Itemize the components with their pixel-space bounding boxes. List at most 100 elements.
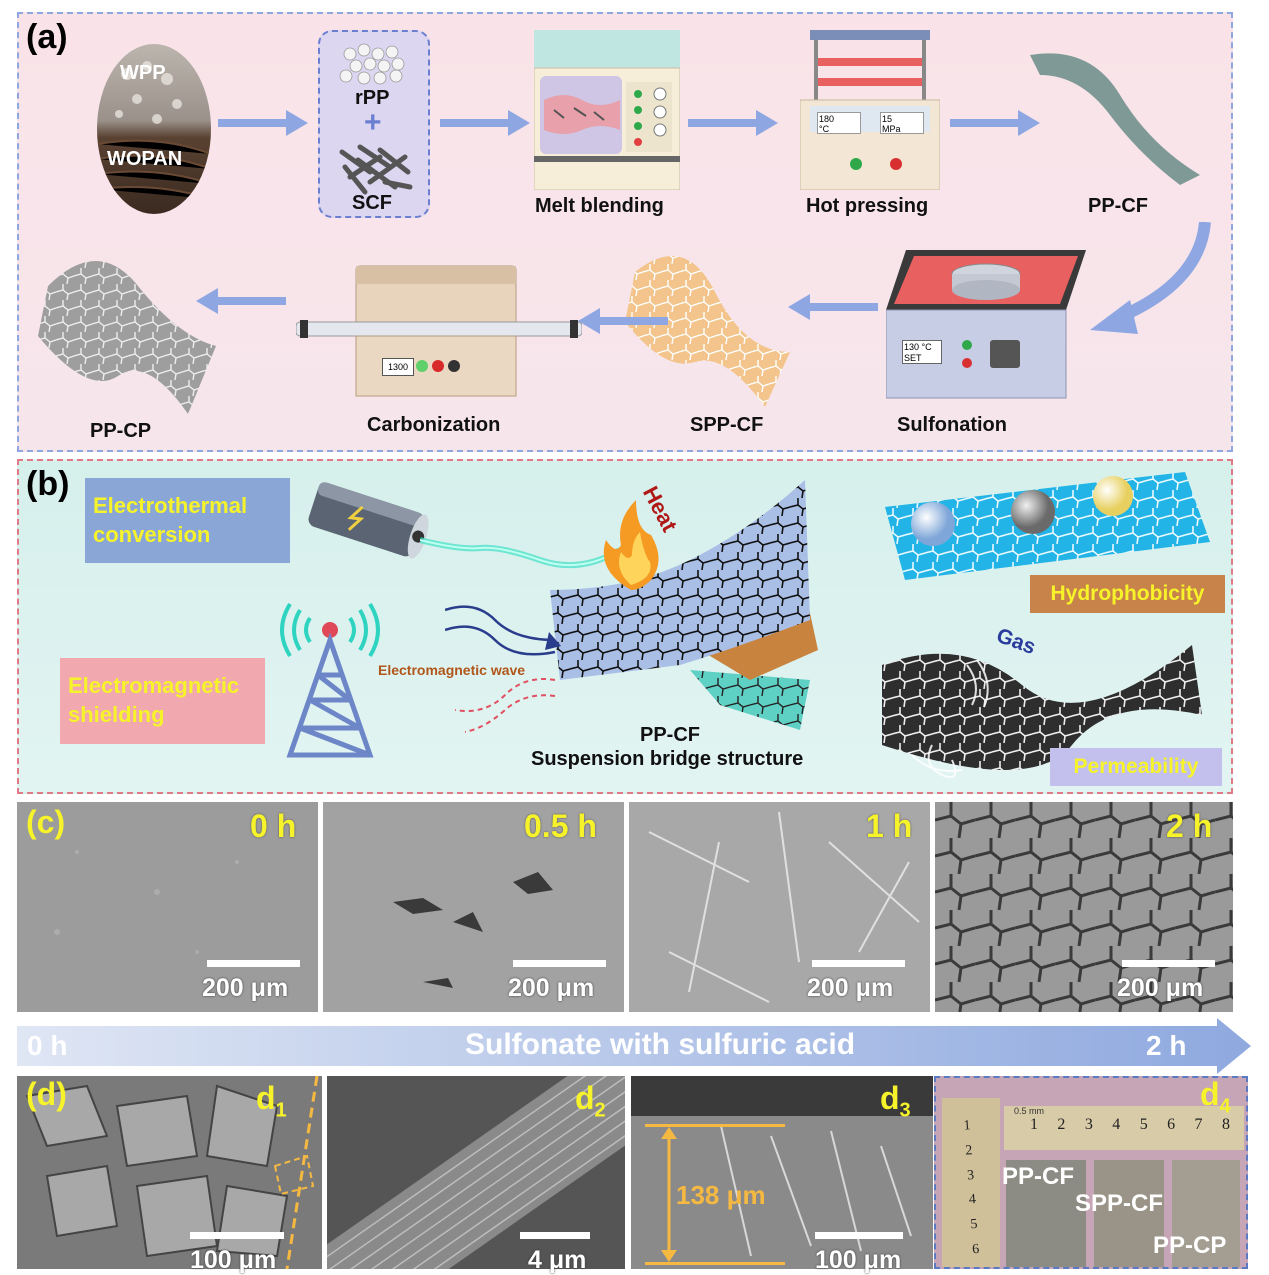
ruler-num-1: 1: [1030, 1116, 1038, 1133]
scale-bar-1h: [812, 960, 905, 967]
scale-bar-d1: [190, 1232, 284, 1239]
sem-d3: [631, 1076, 933, 1269]
scale-bar-2h: [1122, 960, 1215, 967]
hotplate-display: 130 °C SET: [902, 340, 942, 364]
hot-press: [799, 30, 941, 191]
press-pressure-display: 15 MPa: [880, 112, 924, 134]
ruler-num-4: 4: [1112, 1116, 1121, 1133]
d1-label: d1: [256, 1080, 287, 1122]
d1-letter: d: [256, 1080, 276, 1116]
ruler-num-6: 6: [1167, 1116, 1176, 1133]
scale-text-0-5h: 200 μm: [508, 974, 595, 1002]
d3-label: d3: [880, 1080, 911, 1122]
antenna-tower-icon: [280, 602, 380, 758]
scale-bar-0h: [207, 960, 300, 967]
spp-cf-label: SPP-CF: [690, 414, 764, 436]
arrow-right-icon: [440, 110, 530, 136]
arrow-left-icon: [578, 308, 668, 334]
sample-pp-cp: [1172, 1160, 1240, 1267]
rpp-label: rPP: [355, 87, 390, 109]
hydrophobic-sheet: [885, 472, 1210, 580]
side-num-6: 6: [971, 1241, 980, 1258]
em-wave-label: Electromagnetic wave: [378, 662, 526, 678]
side-num-3: 3: [966, 1167, 975, 1184]
panel-c-letter: (c): [26, 804, 66, 840]
suspension-bridge-structure: [550, 480, 818, 730]
hydrophobicity-box: Hydrophobicity: [1030, 575, 1225, 613]
ruler-numbers: 1 2 3 4 5 6 7 8: [1030, 1116, 1230, 1134]
side-num-2: 2: [964, 1142, 973, 1159]
press-temp-unit: °C: [819, 124, 830, 134]
d2-label: d2: [575, 1080, 606, 1122]
d2-sub: 2: [594, 1099, 606, 1122]
d4-pp-cp-label: PP-CP: [1153, 1232, 1227, 1259]
scale-text-1h: 200 μm: [807, 974, 894, 1002]
time-0h: 0 h: [250, 808, 297, 844]
wpp-label: WPP: [120, 62, 166, 84]
d4-label: d4: [1200, 1076, 1231, 1118]
pp-cp-label: PP-CP: [90, 420, 152, 442]
timeline-end: 2 h: [1146, 1030, 1187, 1061]
sample-pp-cf: [1006, 1160, 1086, 1267]
timeline-label: Sulfonate with sulfuric acid: [465, 1028, 856, 1061]
permeability-box: Permeability: [1050, 748, 1222, 786]
timeline-start: 0 h: [27, 1030, 68, 1061]
d4-letter: d: [1200, 1076, 1220, 1112]
scale-text-2h: 200 μm: [1117, 974, 1204, 1002]
d4-sub: 4: [1219, 1095, 1231, 1118]
furnace-display: 1300: [382, 358, 414, 376]
press-pressure-value: 15: [882, 114, 893, 124]
d3-sub: 3: [899, 1099, 911, 1122]
hotplate: [885, 250, 1086, 400]
thickness-top-line: [645, 1124, 785, 1127]
curved-arrow-icon: [1090, 222, 1211, 334]
hotplate-temp: 130: [904, 342, 920, 352]
raw-material-ellipse: [97, 44, 211, 214]
time-1h: 1 h: [866, 808, 913, 844]
arrow-right-icon: [218, 110, 308, 136]
furnace-dark-icon: [448, 360, 460, 372]
sulfonation-label: Sulfonation: [897, 414, 1007, 436]
ruler-num-8: 8: [1221, 1116, 1230, 1133]
sem-2h: [935, 802, 1233, 1012]
time-0-5h: 0.5 h: [524, 808, 597, 844]
permeable-sheet: [882, 645, 1202, 779]
spp-cf-film: [625, 256, 790, 407]
ruler-num-5: 5: [1139, 1116, 1148, 1133]
thickness-label: 138 μm: [676, 1180, 766, 1210]
ruler-unit: 0.5 mm: [1014, 1106, 1045, 1116]
scale-text-0h: 200 μm: [202, 974, 289, 1002]
d1-sub: 1: [275, 1099, 287, 1122]
em-wave-arrows: [445, 605, 561, 733]
em-shielding-box: Electromagnetic shielding: [60, 658, 265, 744]
sem-0-5h: [323, 802, 624, 1012]
press-red-button-icon: [890, 158, 902, 170]
wopan-label: WOPAN: [107, 148, 183, 170]
side-num-4: 4: [968, 1192, 977, 1208]
scf-label: SCF: [352, 192, 392, 214]
hot-pressing-label: Hot pressing: [806, 195, 929, 217]
sem-d1: [17, 1076, 322, 1269]
hotplate-green-icon: [962, 340, 972, 350]
ruler-top: [1004, 1106, 1244, 1150]
scale-text-d1: 100 μm: [190, 1246, 277, 1274]
ruler-num-2: 2: [1057, 1116, 1066, 1133]
electrothermal-box: Electrothermal conversion: [85, 478, 290, 563]
tube-furnace: [295, 262, 583, 398]
press-temp-display: 180 °C: [817, 112, 861, 134]
pp-cf-film: [1030, 53, 1200, 185]
carbonization-label: Carbonization: [367, 414, 501, 436]
rpp-scf-box: [318, 30, 430, 218]
scale-text-d3: 100 μm: [815, 1246, 902, 1274]
side-num-1: 1: [963, 1118, 972, 1134]
d3-letter: d: [880, 1080, 900, 1116]
press-temp-value: 180: [819, 114, 835, 124]
battery-icon: [308, 482, 429, 559]
pp-cf-label: PP-CF: [1088, 195, 1148, 217]
side-num-5: 5: [970, 1217, 979, 1233]
flame-icon: [603, 500, 659, 590]
panel-b-letter: (b): [26, 465, 70, 503]
photo-d4: [934, 1076, 1248, 1269]
arrow-right-icon: [688, 110, 778, 136]
pp-cf-caption-2: Suspension bridge structure: [531, 748, 804, 770]
